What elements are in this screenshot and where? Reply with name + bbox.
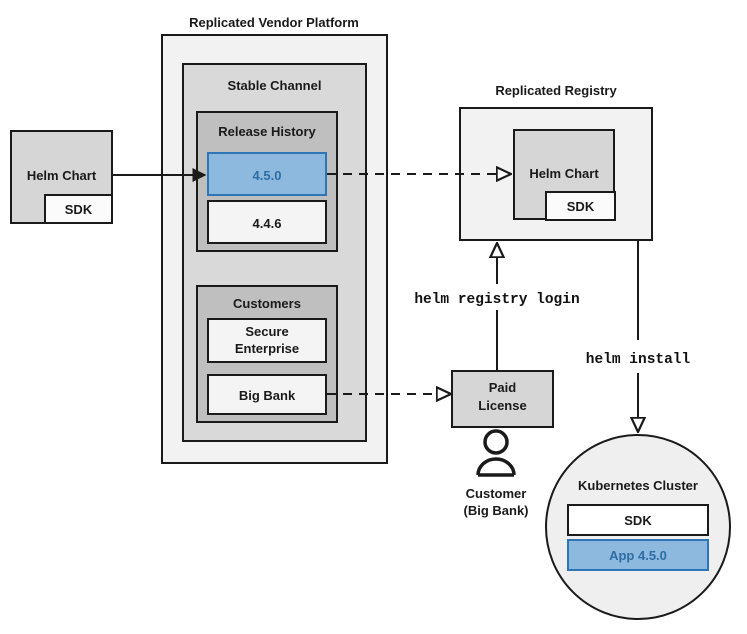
release-version-current-box[interactable]: [207, 152, 327, 196]
source-helm-chart-label: Helm Chart: [27, 168, 97, 183]
vendor-platform-title: Replicated Vendor Platform: [189, 15, 359, 30]
paid-license-label-line1: Paid: [489, 380, 517, 395]
cluster-sdk-label: SDK: [624, 513, 652, 528]
source-helm-chart-group: Helm Chart SDK: [10, 130, 113, 224]
registry-sdk-box: [545, 191, 616, 221]
command-helm-registry-login: helm registry login: [414, 292, 579, 308]
customers-label: Customers: [233, 296, 301, 311]
cluster-sdk-box: [567, 504, 709, 536]
cluster-app-label: App 4.5.0: [609, 548, 667, 563]
paid-license-label-line2: License: [478, 398, 526, 413]
source-sdk-label: SDK: [65, 202, 93, 217]
release-version-previous-label: 4.4.6: [253, 216, 282, 231]
stable-channel-label: Stable Channel: [228, 78, 322, 93]
command-helm-install: helm install: [586, 352, 691, 368]
customer-person-icon: [476, 429, 516, 477]
source-sdk-box: [44, 194, 113, 224]
customer-secure-enterprise-box[interactable]: [207, 318, 327, 363]
customer-secure-enterprise-label-line1: Secure: [245, 324, 288, 339]
release-history-label: Release History: [218, 124, 316, 139]
release-version-previous-box[interactable]: [207, 200, 327, 244]
kubernetes-cluster-group: Kubernetes Cluster SDK App 4.5.0: [545, 434, 731, 620]
paid-license-box: [451, 370, 554, 428]
cluster-app-box: [567, 539, 709, 571]
kubernetes-cluster-title: Kubernetes Cluster: [578, 478, 698, 493]
customer-secure-enterprise-label-line2: Enterprise: [235, 341, 299, 356]
release-version-current-label: 4.5.0: [253, 168, 282, 183]
customer-big-bank-label: Big Bank: [239, 388, 296, 403]
registry-title: Replicated Registry: [495, 83, 617, 98]
customer-person-label-line2: (Big Bank): [464, 503, 529, 518]
customer-big-bank-box[interactable]: [207, 374, 327, 415]
customer-person-label-line1: Customer: [466, 486, 527, 501]
registry-sdk-label: SDK: [567, 199, 595, 214]
registry-helm-chart-label: Helm Chart: [529, 166, 599, 181]
